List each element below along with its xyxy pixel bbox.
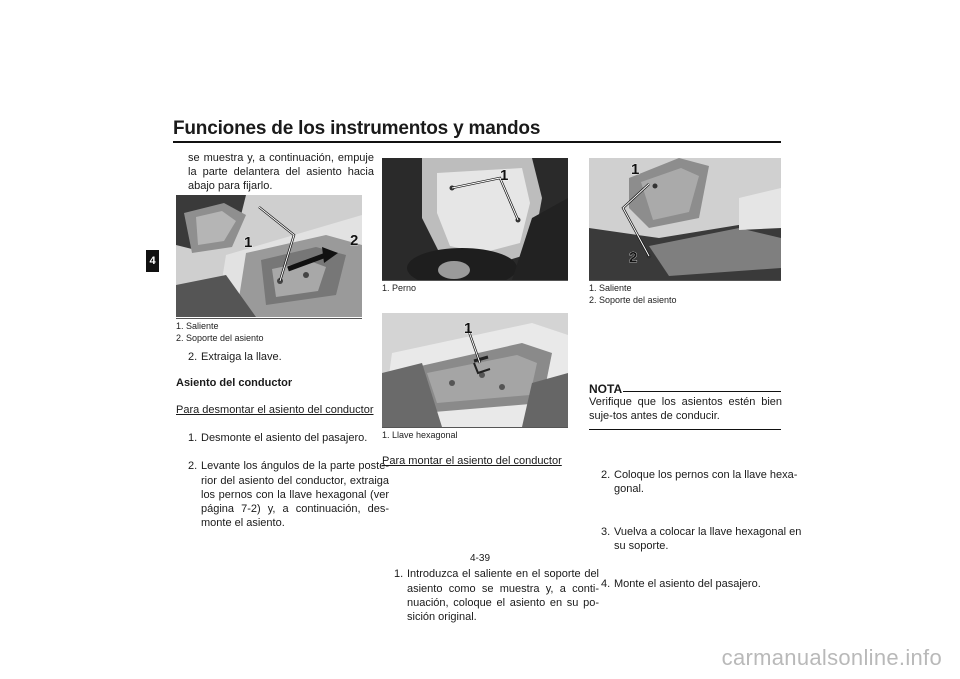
step-number: 1. (188, 432, 198, 445)
list-item: 3. Vuelva a colocar la llave hexagonal e… (589, 525, 807, 553)
nota-rule (623, 391, 781, 392)
figure-callout: 2 (629, 249, 637, 266)
figure-bolt: 1 (382, 158, 568, 280)
figure-callout: 1 (464, 320, 472, 337)
chapter-tab: 4 (146, 250, 159, 272)
subheading-remove: Para desmontar el asiento del conductor (176, 404, 374, 416)
page-number: 4-39 (469, 553, 490, 564)
caption-block: 1. Saliente 2. Soporte del asiento (589, 280, 781, 306)
nota-text: Verifique que los asientos estén bien su… (589, 396, 782, 423)
nota-heading: NOTA (589, 382, 623, 396)
caption-rule (176, 318, 362, 319)
step-number: 2. (601, 469, 611, 482)
figure-seat-rear: 1 2 (176, 195, 362, 317)
caption-rule (382, 427, 568, 428)
step-text: Desmonte el asiento del pasajero. (201, 432, 368, 445)
list-item: 1. Introduzca el saliente en el soporte … (382, 567, 599, 624)
figure-seat-install: 1 2 (589, 158, 781, 280)
watermark: carmanualsonline.info (721, 645, 942, 670)
figure-callout: 1 (631, 161, 639, 178)
step-text: Introduzca el saliente en el soporte del… (407, 568, 599, 624)
header-rule (173, 141, 781, 143)
step-text: Monte el asiento del pasajero. (614, 578, 761, 591)
caption-line: 2. Soporte del asiento (176, 333, 264, 343)
step-text: Extraiga la llave. (201, 351, 282, 363)
list-item: 1. Desmonte el asiento del pasajero. (176, 431, 389, 445)
step-text: Vuelva a colocar la llave hexagonal en s… (614, 525, 802, 552)
nota-bottom-rule (589, 429, 781, 430)
step-number: 4. (601, 578, 611, 591)
section-heading: Asiento del conductor (176, 377, 293, 389)
figure-hex-key: 1 (382, 313, 568, 427)
page-title: Funciones de los instrumentos y mandos (173, 118, 541, 139)
step-number: 2. (188, 351, 198, 363)
step-text: Coloque los pernos con la llave hexa-gon… (614, 469, 798, 496)
caption-line: 1. Llave hexagonal (382, 430, 458, 440)
intro-text: se muestra y, a continuación, empuje la … (188, 152, 374, 193)
figure-callout: 2 (350, 232, 358, 249)
step-number: 1. (394, 568, 404, 581)
figure-callout: 1 (500, 167, 508, 184)
step-number: 2. (188, 460, 198, 473)
list-item: 2. Extraiga la llave. (176, 350, 389, 364)
list-item: 4. Monte el asiento del pasajero. (589, 577, 807, 591)
caption-block: 1. Saliente 2. Soporte del asiento (176, 318, 362, 344)
caption-block: 1. Llave hexagonal (382, 427, 568, 441)
list-item: 2. Coloque los pernos con la llave hexa-… (589, 468, 807, 496)
caption-line: 1. Perno (382, 283, 417, 293)
caption-rule (589, 280, 781, 281)
caption-line: 2. Soporte del asiento (589, 295, 677, 305)
subheading-install: Para montar el asiento del conductor (382, 455, 562, 467)
caption-rule (382, 280, 568, 281)
step-text: Levante los ángulos de la parte poste-ri… (201, 460, 389, 530)
step-number: 3. (601, 525, 611, 538)
caption-line: 1. Saliente (176, 321, 219, 331)
caption-line: 1. Saliente (589, 283, 632, 293)
list-item: 2. Levante los ángulos de la parte poste… (176, 459, 389, 530)
figure-callout: 1 (244, 234, 252, 251)
caption-block: 1. Perno (382, 280, 568, 294)
